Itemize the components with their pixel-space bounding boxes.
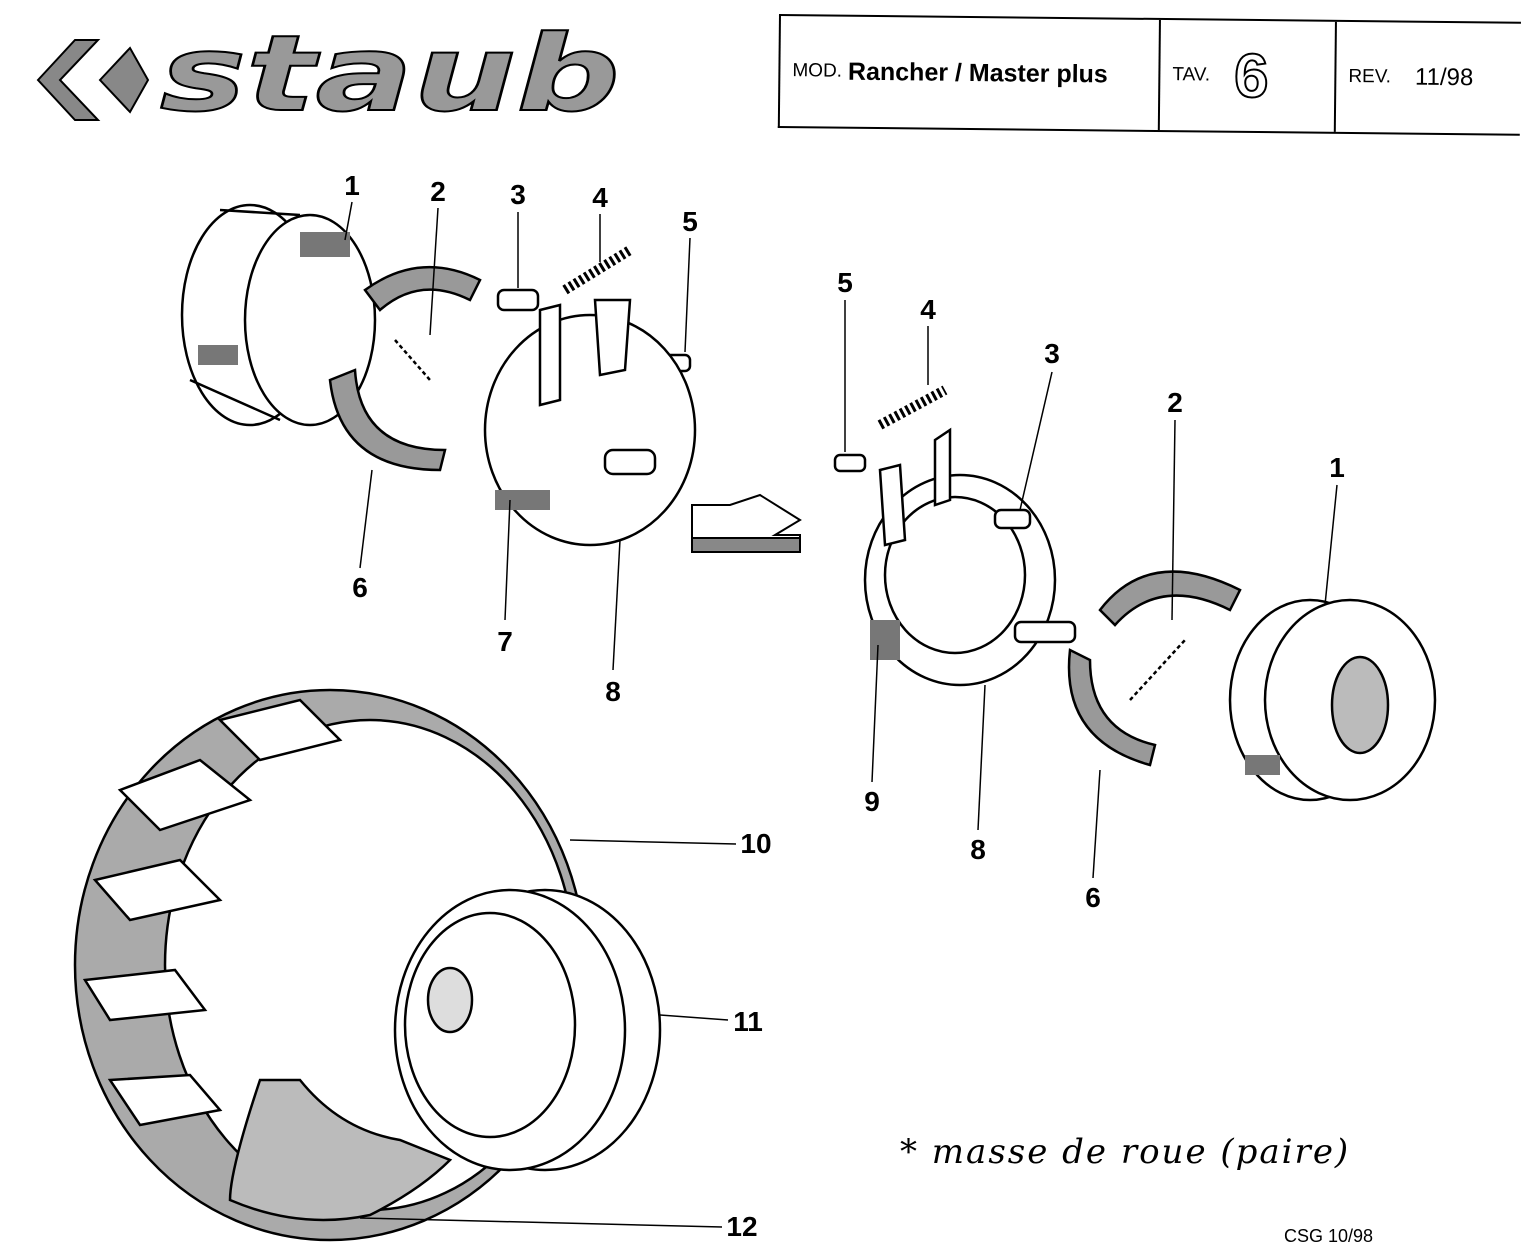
callout-wheel-11: 11 [733, 1006, 763, 1037]
callout-left-2: 2 [430, 176, 446, 207]
wheel-weight [228, 1078, 453, 1222]
left-brake-shoes [328, 265, 482, 472]
callout-left-4: 4 [592, 182, 608, 213]
callout-right-8: 8 [970, 834, 986, 865]
callout-left-7: 7 [497, 626, 513, 657]
right-brake-shoes [1067, 570, 1242, 767]
leader-lines [344, 201, 1338, 1228]
rev-label: REV. [1348, 65, 1392, 88]
mod-label: MOD. [792, 60, 843, 82]
callout-right-5: 5 [837, 267, 853, 298]
callout-right-3: 3 [1044, 338, 1060, 369]
revision-cell: REV. 11/98 [1336, 22, 1521, 134]
rev-date: 11/98 [1414, 63, 1474, 92]
table-cell: TAV. 6 [1159, 20, 1337, 132]
right-brake-drum [1228, 598, 1437, 802]
callout-right-4: 4 [920, 294, 936, 325]
callout-left-3: 3 [510, 179, 526, 210]
callout-right-6: 6 [1085, 882, 1101, 913]
callout-left-8: 8 [605, 676, 621, 707]
callout-right-9: 9 [864, 786, 880, 817]
right-pin-and-spring [833, 385, 1032, 530]
callout-right-2: 2 [1167, 387, 1183, 418]
callout-left-1: 1 [344, 170, 360, 201]
model-name: Rancher / Master plus [847, 57, 1108, 88]
footer-code: CSG 10/98 [1284, 1226, 1374, 1246]
staub-logo: staub [36, 12, 621, 136]
title-block: MOD. Rancher / Master plus TAV. 6 REV. 1… [777, 14, 1521, 136]
wheel-rim [393, 888, 662, 1172]
right-backing-plate [863, 427, 1077, 687]
left-backing-plate [483, 298, 697, 547]
tav-number: 6 [1233, 40, 1270, 111]
left-brake-drum [180, 203, 377, 427]
tav-label: TAV. [1172, 64, 1211, 86]
direction-arrow [691, 493, 802, 553]
handwritten-note: * masse de roue (paire) [900, 1132, 1351, 1172]
svg-text:staub: staub [160, 13, 620, 135]
callout-wheel-12: 12 [726, 1211, 758, 1242]
callout-wheel-10: 10 [740, 828, 772, 859]
callout-left-6: 6 [352, 572, 368, 603]
model-cell: MOD. Rancher / Master plus [779, 16, 1161, 130]
callout-right-1: 1 [1329, 452, 1345, 483]
callout-left-5: 5 [682, 206, 698, 237]
